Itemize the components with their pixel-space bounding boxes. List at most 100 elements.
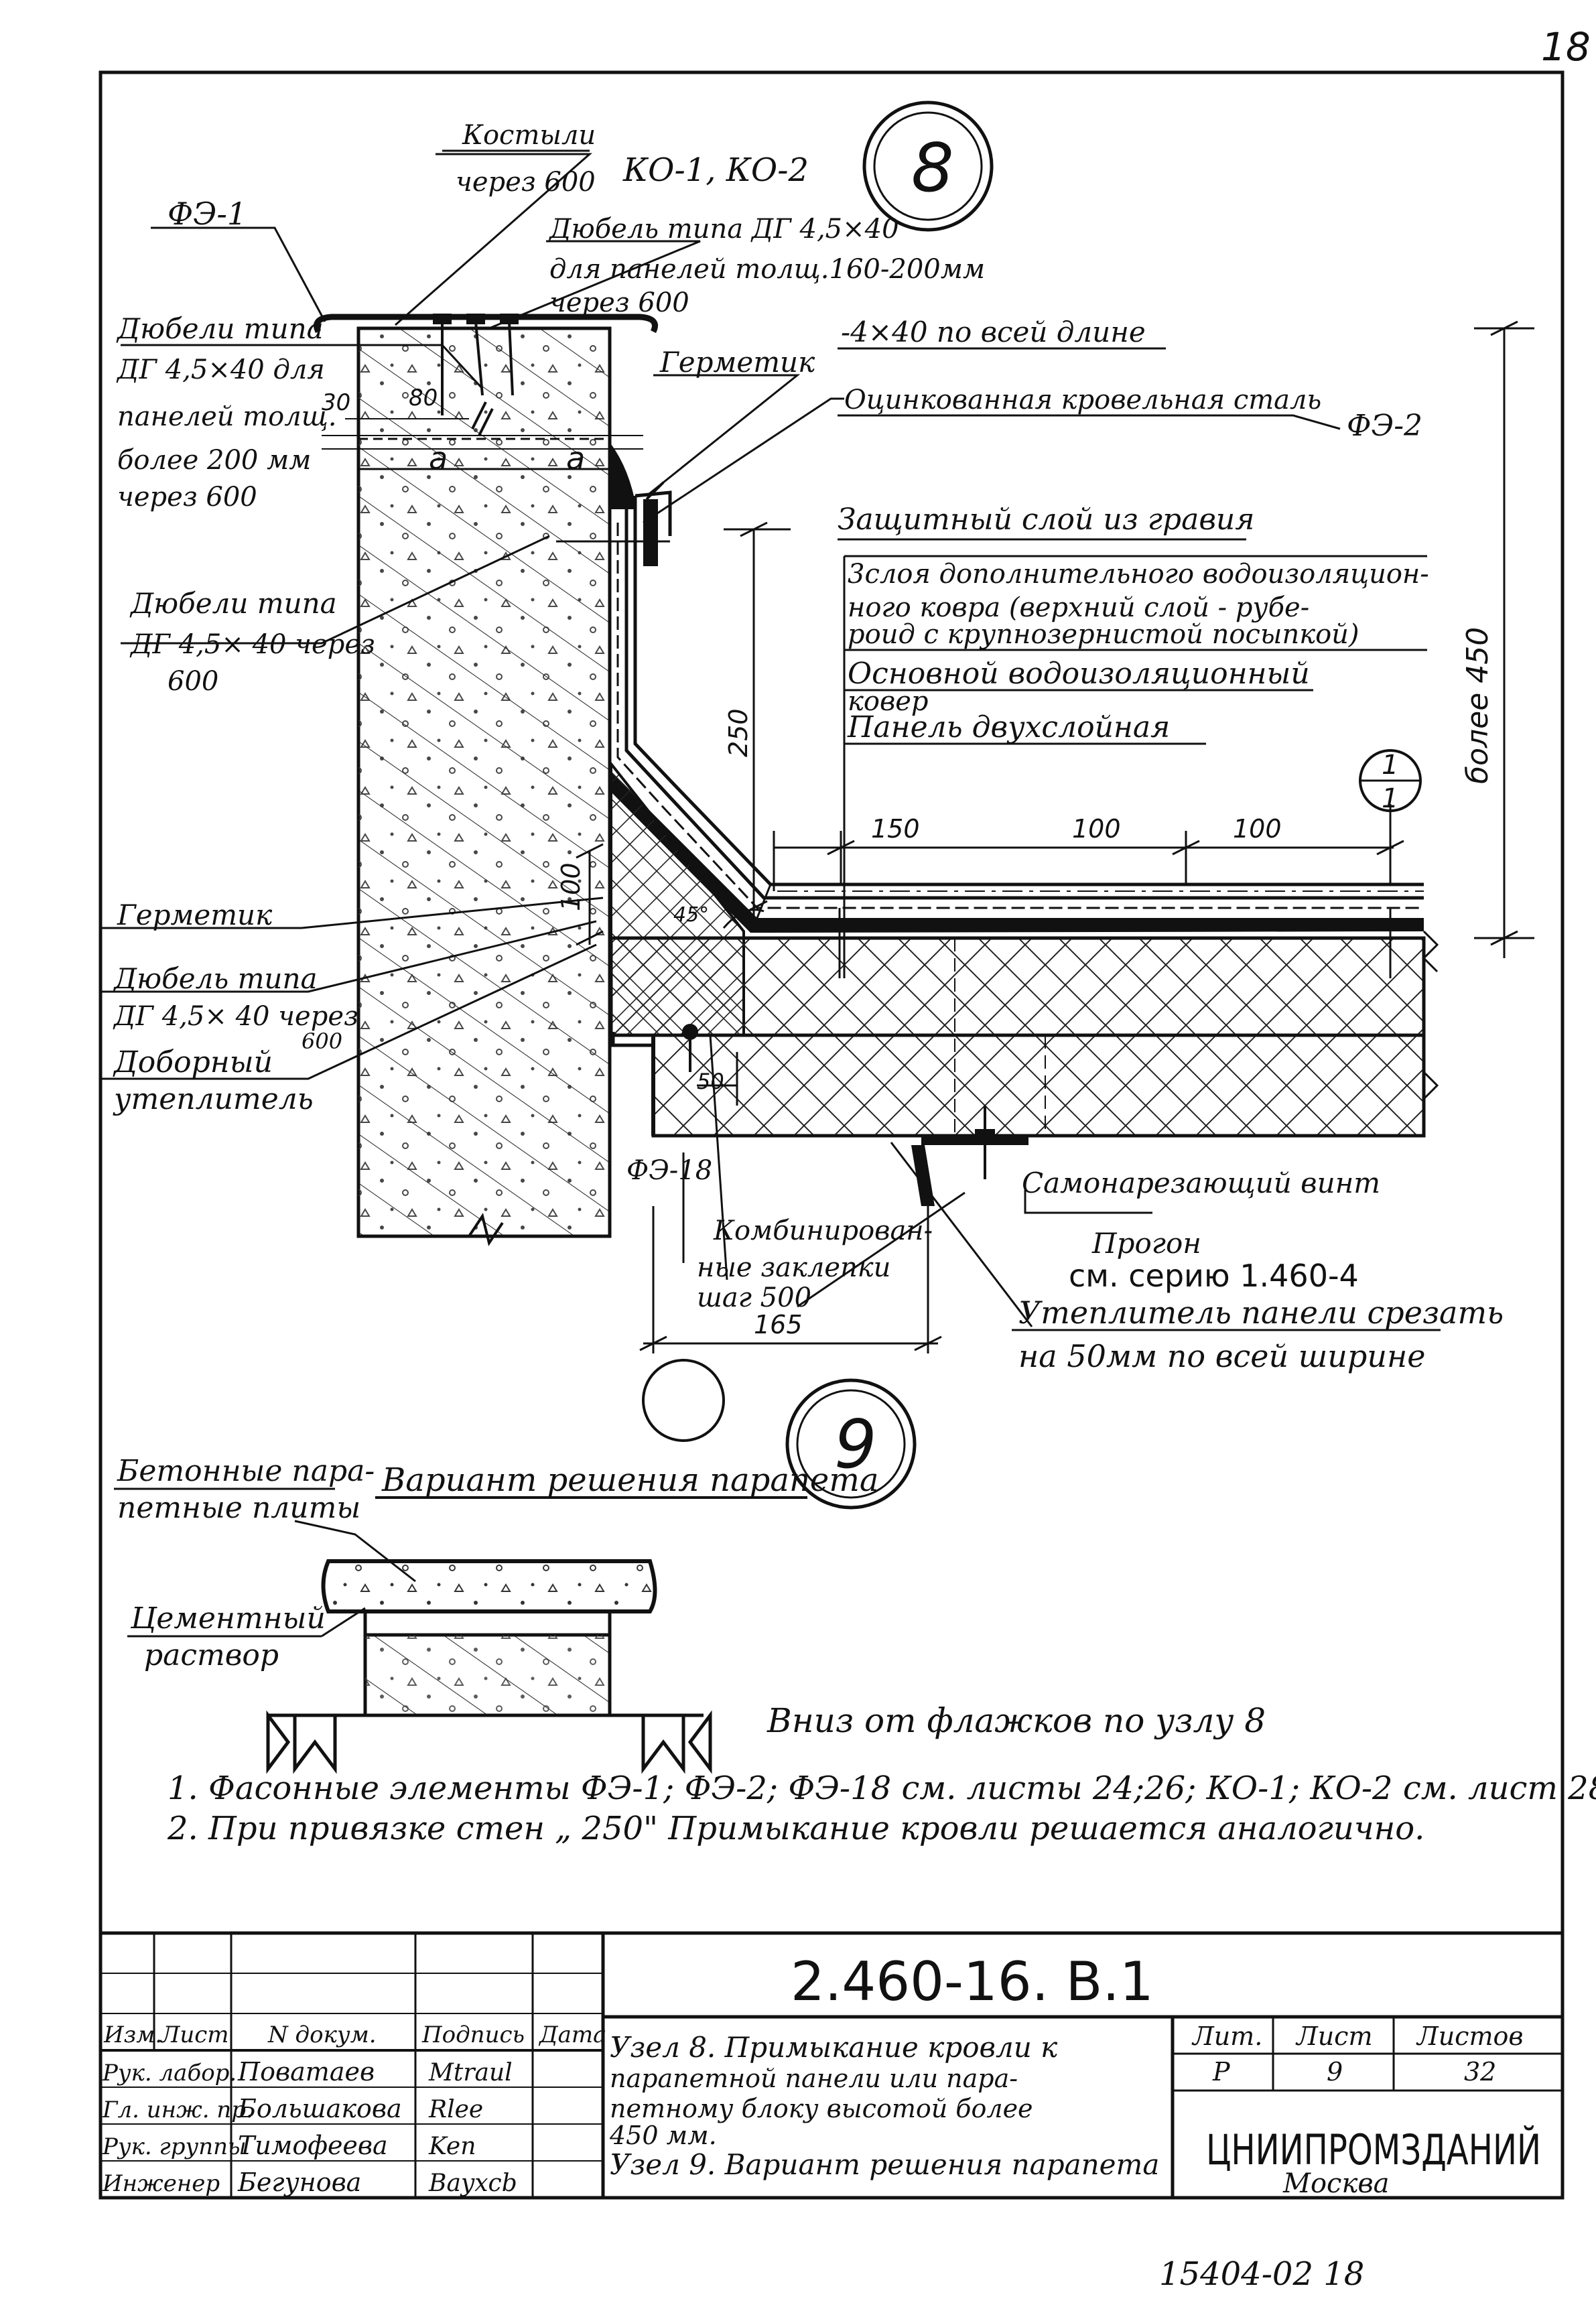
svg-text:165: 165 (754, 1310, 803, 1339)
svg-text:Прогон: Прогон (1091, 1227, 1201, 1260)
node8-dim-labels: 150 100 100 45° 50 165 250 100 более 450 (556, 627, 1495, 1339)
fe18-flashing (611, 1032, 653, 1047)
sealant-top (610, 442, 637, 509)
dowels-top (433, 314, 519, 436)
svg-text:Лит.: Лит. (1191, 2022, 1262, 2051)
title-block (101, 1931, 1562, 2198)
svg-text:ДГ 4,5×40 для: ДГ 4,5×40 для (116, 354, 325, 385)
svg-text:более 200 мм: более 200 мм (117, 445, 311, 476)
leader-lines (101, 153, 1341, 1327)
note-1: 1. Фасонные элементы ФЭ-1; ФЭ-2; ФЭ-18 с… (168, 1770, 1596, 1807)
svg-text:Изм.: Изм. (103, 2022, 162, 2048)
svg-text:Герметик: Герметик (117, 899, 273, 931)
svg-text:Узел 8. Примыкание кровли к: Узел 8. Примыкание кровли к (610, 2031, 1058, 2064)
sheet-frame (98, 70, 1565, 2200)
svg-text:100: 100 (1233, 814, 1282, 844)
svg-text:Самонарезающий винт: Самонарезающий винт (1022, 1167, 1380, 1199)
svg-text:для панелей толщ.160-200мм: для панелей толщ.160-200мм (549, 254, 985, 285)
svg-text:Инженер: Инженер (102, 2170, 220, 2197)
svg-text:см. серию 1.460-4: см. серию 1.460-4 (1069, 1258, 1359, 1294)
svg-text:50: 50 (697, 1069, 724, 1094)
note-2: 2. При привязке стен „ 250" Примыкание к… (167, 1810, 1424, 1847)
svg-text:Ken: Ken (428, 2133, 476, 2160)
svg-text:через 600: через 600 (456, 167, 596, 198)
org-city: Москва (1282, 2168, 1389, 2199)
svg-text:ФЭ-2: ФЭ-2 (1347, 409, 1422, 443)
title-block-description: Узел 8. Примыкание кровли к парапетной п… (609, 2031, 1159, 2181)
svg-text:Герметик: Герметик (659, 346, 815, 379)
title-block-sheet-info: Лит. Лист Листов Р 9 32 (1191, 2022, 1524, 2087)
footer-stamp: 15404-02 18 (1159, 2255, 1364, 2293)
node8-labels: Костыли через 600 КО-1, КО-2 ФЭ-1 Дюбель… (113, 120, 1504, 1374)
svg-text:45°: 45° (673, 903, 709, 927)
svg-text:ДГ 4,5× 40 через: ДГ 4,5× 40 через (113, 1001, 358, 1032)
svg-text:Поватаев: Поватаев (237, 2057, 375, 2087)
svg-text:Панель двухслойная: Панель двухслойная (847, 710, 1170, 744)
svg-text:Основной водоизоляционный: Основной водоизоляционный (848, 657, 1310, 691)
roof-panel-lower (651, 1033, 1426, 1138)
svg-text:150: 150 (871, 814, 920, 844)
svg-text:80: 80 (409, 385, 438, 411)
svg-text:панелей толщ.: панелей толщ. (117, 401, 336, 432)
node9-title: Вариант решения парапета (381, 1461, 878, 1499)
svg-text:8: 8 (911, 129, 954, 207)
node9-plates-label-2: петные плиты (117, 1491, 360, 1525)
title-block-headers: Изм. Лист N докум. Подпись Дата (103, 2022, 606, 2048)
svg-text:Р: Р (1212, 2057, 1231, 2087)
org-name: ЦНИИПРОМЗДАНИЙ (1206, 2125, 1541, 2174)
doc-code: 2.460-16. В.1 (791, 1950, 1154, 2013)
svg-text:a: a (566, 440, 585, 476)
svg-text:через 600: через 600 (549, 287, 689, 318)
svg-text:ковер: ковер (848, 686, 929, 717)
dimension-lines (576, 320, 1534, 1353)
svg-text:более 450: более 450 (1461, 627, 1495, 784)
svg-text:роид с крупнозернистой посып: роид с крупнозернистой посыпкой) (848, 619, 1359, 650)
svg-text:600: 600 (168, 666, 218, 697)
svg-text:КО-1, КО-2: КО-1, КО-2 (622, 151, 809, 189)
node9-parapet (266, 1559, 712, 1774)
svg-text:100: 100 (1072, 814, 1121, 844)
svg-text:Гл. инж. пр.: Гл. инж. пр. (102, 2097, 253, 2123)
svg-text:9: 9 (834, 1405, 877, 1483)
svg-text:450 мм.: 450 мм. (609, 2121, 717, 2150)
svg-text:3слоя дополнительного водоизо: 3слоя дополнительного водоизоляцион- (848, 559, 1429, 590)
svg-text:Рук. группы: Рук. группы (102, 2133, 247, 2160)
svg-text:100: 100 (556, 862, 586, 911)
svg-text:Утеплитель панели срезать: Утеплитель панели срезать (1018, 1295, 1504, 1331)
node9-mortar-label-2: раствор (144, 1638, 279, 1672)
svg-text:Листов: Листов (1416, 2022, 1524, 2051)
svg-text:Тимофеева: Тимофеева (238, 2131, 388, 2160)
section-mark-1-1: 1 1 (1359, 749, 1422, 814)
page-number: 18 (1541, 24, 1591, 70)
svg-text:Доборный: Доборный (113, 1045, 273, 1079)
svg-text:Лист: Лист (1295, 2022, 1373, 2051)
svg-text:Узел 9. Вариант решения парап: Узел 9. Вариант решения парапета (610, 2148, 1159, 2181)
svg-text:ДГ 4,5× 40 через: ДГ 4,5× 40 через (129, 629, 375, 660)
node9-marker: 9 (785, 1378, 917, 1510)
svg-text:на 50мм по всей ширине: на 50мм по всей ширине (1018, 1338, 1426, 1374)
svg-text:a: a (429, 440, 448, 476)
reference-circle (642, 1359, 725, 1442)
svg-text:шаг 500: шаг 500 (697, 1282, 811, 1313)
vertical-membrane (616, 490, 1424, 909)
svg-text:Оцинкованная кровельная сталь: Оцинкованная кровельная сталь (844, 385, 1321, 415)
svg-text:N докум.: N докум. (267, 2022, 377, 2048)
svg-text:Bayxcb: Bayxcb (428, 2170, 517, 2197)
svg-text:через 600: через 600 (117, 482, 257, 513)
svg-text:Дюбель типа: Дюбель типа (113, 962, 318, 995)
svg-text:Дюбель типа ДГ 4,5×40: Дюбель типа ДГ 4,5×40 (548, 214, 899, 245)
title-block-staff: Рук. лабор. Поватаев Mtraul Гл. инж. пр.… (102, 2057, 517, 2197)
svg-text:250: 250 (724, 708, 753, 757)
roof-panel-insulation (609, 936, 1426, 1037)
node9-plates-label: Бетонные пара- (117, 1454, 375, 1488)
svg-text:Дюбели типа: Дюбели типа (129, 587, 337, 620)
svg-text:Дата: Дата (538, 2022, 606, 2048)
svg-text:1: 1 (1382, 783, 1398, 814)
svg-text:Рук. лабор.: Рук. лабор. (102, 2060, 237, 2087)
svg-text:ФЭ-18: ФЭ-18 (626, 1155, 712, 1186)
svg-text:утеплитель: утеплитель (113, 1082, 314, 1116)
svg-text:9: 9 (1327, 2057, 1343, 2087)
svg-text:600: 600 (302, 1029, 342, 1054)
svg-text:Защитный слой из гравия: Защитный слой из гравия (838, 503, 1254, 537)
